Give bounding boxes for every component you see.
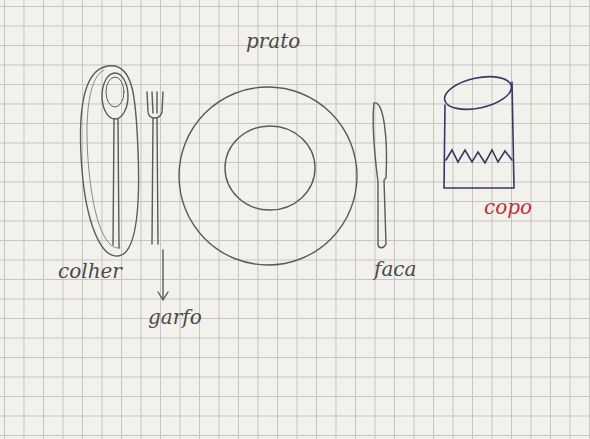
leader-arrowhead xyxy=(158,292,168,300)
cup-wave xyxy=(446,150,512,163)
cup-body xyxy=(444,82,514,188)
fork-label: garfo xyxy=(148,306,202,328)
label-holder: faca xyxy=(374,258,416,280)
spoon-handle xyxy=(113,119,119,248)
cup-rim xyxy=(442,71,515,114)
fork-handle xyxy=(152,118,158,244)
label-holder: colher xyxy=(58,260,122,282)
plate-label: prato xyxy=(246,30,300,52)
spoon-bowl-inner xyxy=(106,77,124,107)
knife-label: faca xyxy=(374,258,416,280)
spoon-bowl xyxy=(102,73,128,119)
label-holder: garfo xyxy=(148,306,202,328)
cup-label: copo xyxy=(484,196,532,218)
spoon-label: colher xyxy=(58,260,122,282)
label-holder: copo xyxy=(484,196,532,218)
spoon-outline xyxy=(80,66,138,256)
fork-tines xyxy=(147,92,163,118)
knife xyxy=(373,103,386,248)
leader-line xyxy=(162,250,163,298)
plate-rim xyxy=(179,87,357,265)
spoon-outline-stroke xyxy=(87,70,120,248)
plate-center xyxy=(225,126,315,210)
label-holder: prato xyxy=(246,30,300,52)
